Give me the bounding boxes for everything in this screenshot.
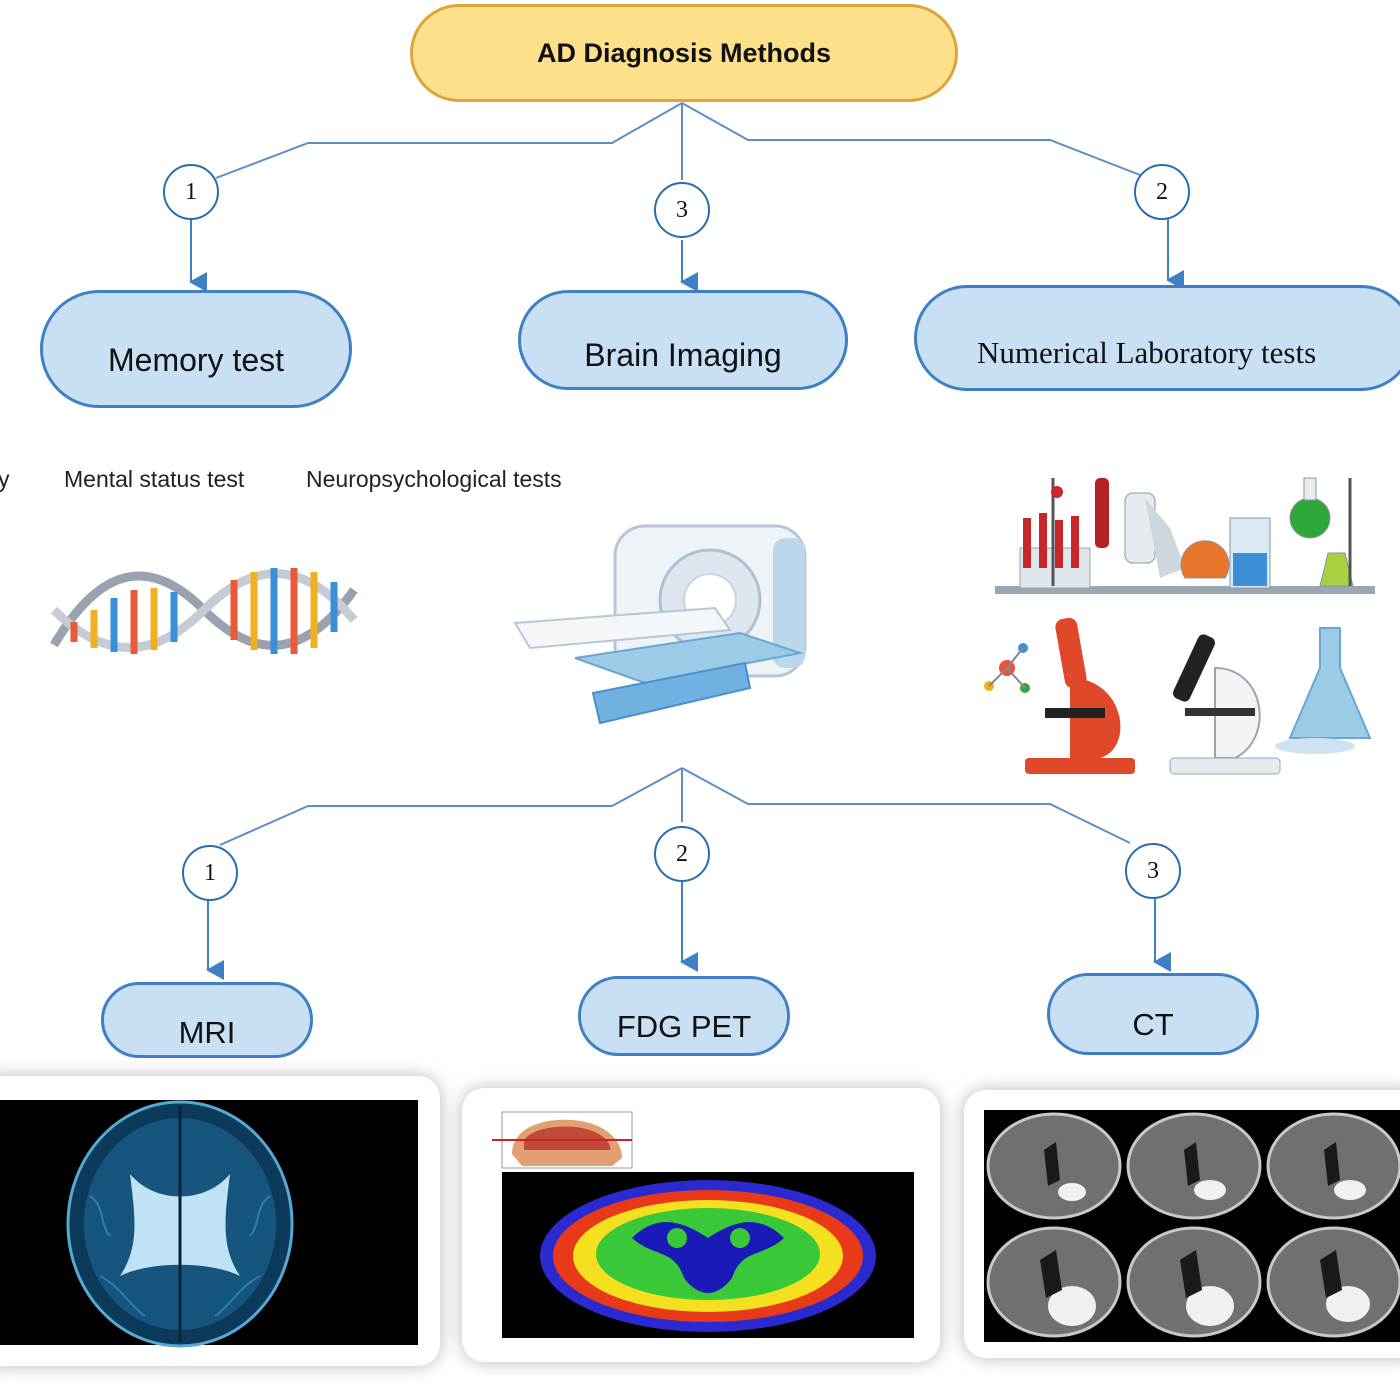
brain-imaging-label: Brain Imaging bbox=[584, 336, 782, 373]
memory-subtest-neuropsych: Neuropsychological tests bbox=[306, 466, 562, 492]
ct-label: CT bbox=[1132, 1007, 1174, 1042]
memory-subtest-mental-status: Mental status test bbox=[64, 466, 245, 492]
brain-ct-scans bbox=[964, 1090, 1400, 1358]
memory-subtest-cutoff: y bbox=[0, 466, 10, 492]
lab-tests-node: Numerical Laboratory tests bbox=[914, 285, 1400, 391]
mri-label: MRI bbox=[178, 1015, 236, 1050]
memory-test-node: Memory test bbox=[40, 290, 352, 408]
fdg-pet-node: FDG PET bbox=[578, 976, 790, 1056]
brain-mri-scan bbox=[0, 1076, 440, 1366]
fdg-pet-label: FDG PET bbox=[616, 1009, 752, 1044]
mri-node: MRI bbox=[101, 982, 313, 1058]
lab-tests-label: Numerical Laboratory tests bbox=[977, 335, 1317, 370]
ct-node: CT bbox=[1047, 973, 1259, 1055]
imaging-number-ct: 3 bbox=[1125, 843, 1181, 899]
branch-number-imaging: 3 bbox=[654, 182, 710, 238]
brain-imaging-node: Brain Imaging bbox=[518, 290, 848, 390]
brain-pet-scan bbox=[462, 1088, 940, 1362]
imaging-number-mri: 1 bbox=[182, 845, 238, 901]
ct-scanner-icon bbox=[513, 524, 807, 725]
microscope-icon bbox=[984, 617, 1372, 775]
dna-helix-icon bbox=[50, 568, 358, 654]
branch-number-memory: 1 bbox=[163, 164, 219, 220]
root-node: AD Diagnosis Methods bbox=[410, 4, 958, 102]
branch-number-lab: 2 bbox=[1134, 164, 1190, 220]
root-label: AD Diagnosis Methods bbox=[536, 37, 832, 68]
lab-equipment-icon bbox=[995, 477, 1375, 594]
imaging-number-pet: 2 bbox=[654, 826, 710, 882]
memory-test-label: Memory test bbox=[107, 341, 285, 378]
